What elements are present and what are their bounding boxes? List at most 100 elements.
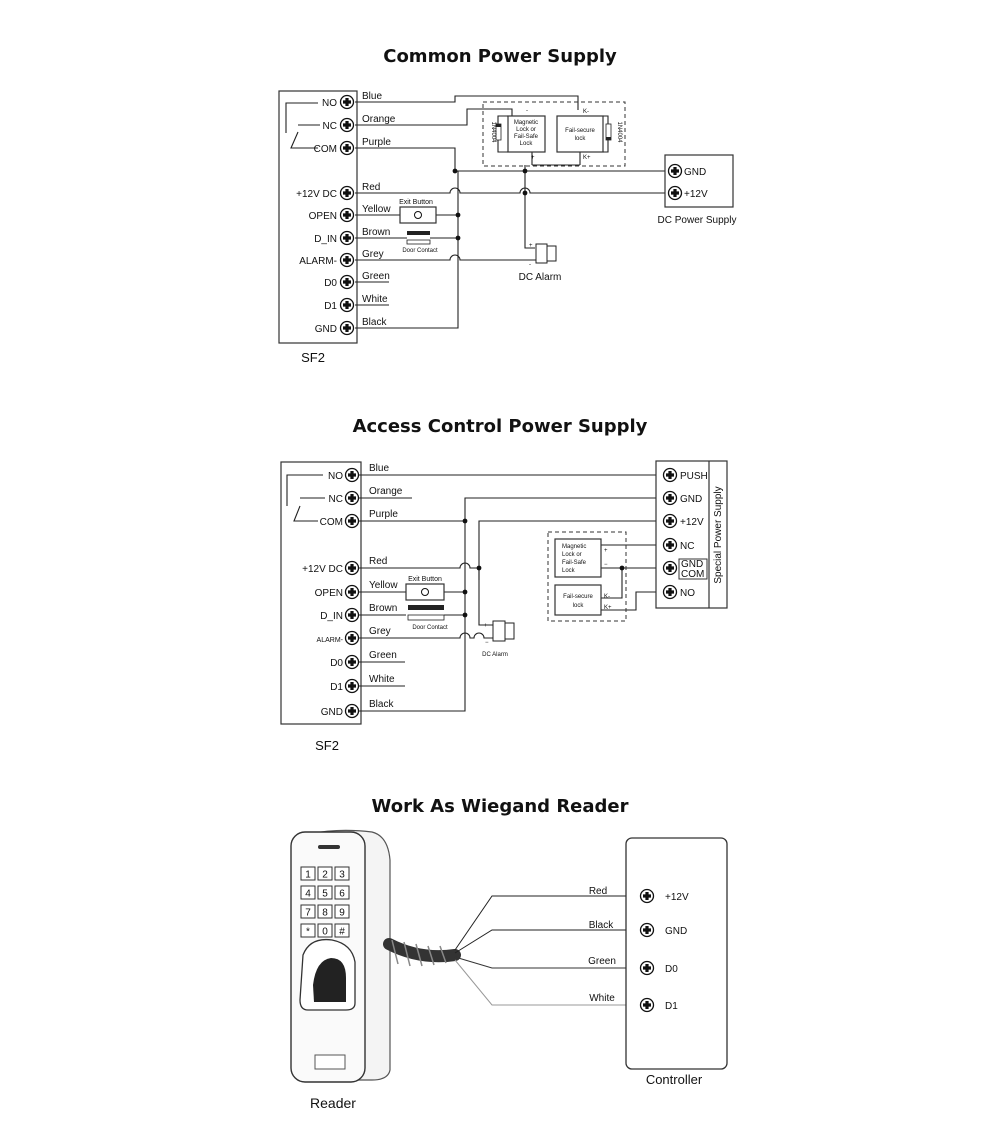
spsu-terminal-1 [662, 490, 678, 506]
lock2a-text-1: Lock or [562, 552, 582, 558]
wire-label-5: Brown [362, 227, 390, 238]
lock1-text-2: Fail-Safe [514, 134, 539, 140]
key-label-10: 0 [322, 927, 328, 938]
wire-label-7: Green [362, 271, 390, 282]
spsu-terminal-4 [662, 560, 678, 576]
key-7 [317, 904, 333, 919]
dc-power-supply-label: DC Power Supply [658, 215, 737, 226]
terminal2-label-8: D1 [330, 682, 343, 693]
alarm2-minus: − [485, 640, 489, 646]
wire2-label-1: Orange [369, 486, 403, 497]
spsu-terminal-2 [662, 513, 678, 529]
exit-button-label-2: Exit Button [408, 576, 442, 583]
diode-label-right: 1N4004 [616, 121, 622, 143]
wire2-label-2: Purple [369, 509, 398, 520]
sf2b-terminal-0 [344, 467, 360, 483]
key-5 [334, 885, 350, 900]
lock2-text-0: Fail-secure [565, 128, 595, 134]
alarm1-plus: + [529, 243, 533, 249]
wire2-label-0: Blue [369, 463, 389, 474]
wire-label-8: White [362, 294, 388, 305]
wire-label-2: Purple [362, 137, 391, 148]
terminal2-label-7: D0 [330, 658, 343, 669]
sf2b-terminal-8 [344, 678, 360, 694]
wire2-label-8: White [369, 674, 395, 685]
card-area [314, 1054, 346, 1070]
wire-white-label: White [589, 993, 615, 1004]
spsu-label-3: NC [680, 541, 694, 552]
lock2b-text-0: Fail-secure [563, 594, 593, 600]
controller-box [625, 837, 728, 1070]
sf2b-terminal-2 [344, 513, 360, 529]
lock-group-2 [547, 531, 627, 622]
door-contact-label-1: Door Contact [402, 248, 438, 254]
door-contact-2: Door Contact [407, 605, 448, 631]
door-contact-1: Door Contact [402, 231, 438, 254]
key-label-1: 2 [322, 870, 328, 881]
lock2-k-minus: K- [583, 109, 589, 115]
key-label-8: 9 [339, 908, 345, 919]
lock2a-text-2: Fail-Safe [562, 560, 587, 566]
key-6 [300, 904, 316, 919]
psu-terminal-label-0: GND [684, 167, 706, 178]
wire-label-1: Orange [362, 114, 396, 125]
terminal2-label-5: D_IN [320, 611, 343, 622]
wire-label-0: Blue [362, 91, 382, 102]
wires-2 [359, 474, 663, 712]
relay-symbol-1 [285, 102, 320, 149]
sf2-terminal-3 [339, 185, 355, 201]
lock2a-plus: + [604, 548, 608, 554]
spsu-terminal-3 [662, 537, 678, 553]
sf2-terminal-5 [339, 230, 355, 246]
section2-title: Access Control Power Supply [353, 416, 648, 437]
terminal2-label-3: +12V DC [302, 564, 343, 575]
key-label-9: * [306, 927, 310, 938]
section-common-power-supply: Common Power Supply SF2 NOBlueNCOrangeCO… [278, 46, 737, 365]
lock1-text-3: Lock [520, 141, 534, 147]
sf2-label-1: SF2 [301, 350, 325, 365]
terminal-label-7: D0 [324, 278, 337, 289]
key-9 [300, 923, 316, 938]
key-label-11: # [339, 927, 345, 938]
terminal2-label-2: COM [320, 517, 343, 528]
lock1-text-0: Magnetic [514, 120, 538, 126]
wire2-label-5: Brown [369, 603, 397, 614]
sf2b-terminal-9 [344, 703, 360, 719]
magnetic-lock-1 [507, 115, 546, 153]
dc-alarm-label-2: DC Alarm [482, 652, 508, 658]
sf2-terminal-6 [339, 252, 355, 268]
key-label-6: 7 [305, 908, 311, 919]
terminal-label-1: NC [323, 121, 337, 132]
controller-terminal-label-1: GND [665, 926, 687, 937]
door-contact-label-2: Door Contact [412, 625, 448, 631]
section-access-control-power-supply: Access Control Power Supply SF2 NOBlueNC… [280, 416, 728, 753]
spsu-label-4b: COM [681, 569, 704, 580]
lock2b-k-plus: K+ [604, 605, 612, 611]
key-label-2: 3 [339, 870, 345, 881]
lock2a-minus: − [604, 562, 608, 568]
alarm2-plus: + [484, 623, 488, 629]
psu-terminal-1 [667, 185, 683, 201]
sf2-terminal-1 [339, 117, 355, 133]
dc-alarm-1: + - DC Alarm [519, 243, 562, 283]
key-label-3: 4 [305, 889, 311, 900]
spsu-label-5: NO [680, 588, 695, 599]
fail-secure-lock-1 [556, 115, 604, 153]
terminal2-label-0: NO [328, 471, 343, 482]
lock-group-1 [482, 101, 626, 167]
wires-1 [355, 95, 667, 329]
exit-button-label-1: Exit Button [399, 199, 433, 206]
terminal-label-2: COM [314, 144, 337, 155]
key-label-5: 6 [339, 889, 345, 900]
terminal2-label-9: GND [321, 707, 343, 718]
sf2b-terminal-4 [344, 584, 360, 600]
terminal-label-9: GND [315, 324, 337, 335]
spsu-label-2: +12V [680, 517, 704, 528]
fail-secure-lock-2 [554, 584, 602, 616]
reader-label: Reader [310, 1095, 356, 1111]
relay-symbol-2 [286, 474, 325, 522]
